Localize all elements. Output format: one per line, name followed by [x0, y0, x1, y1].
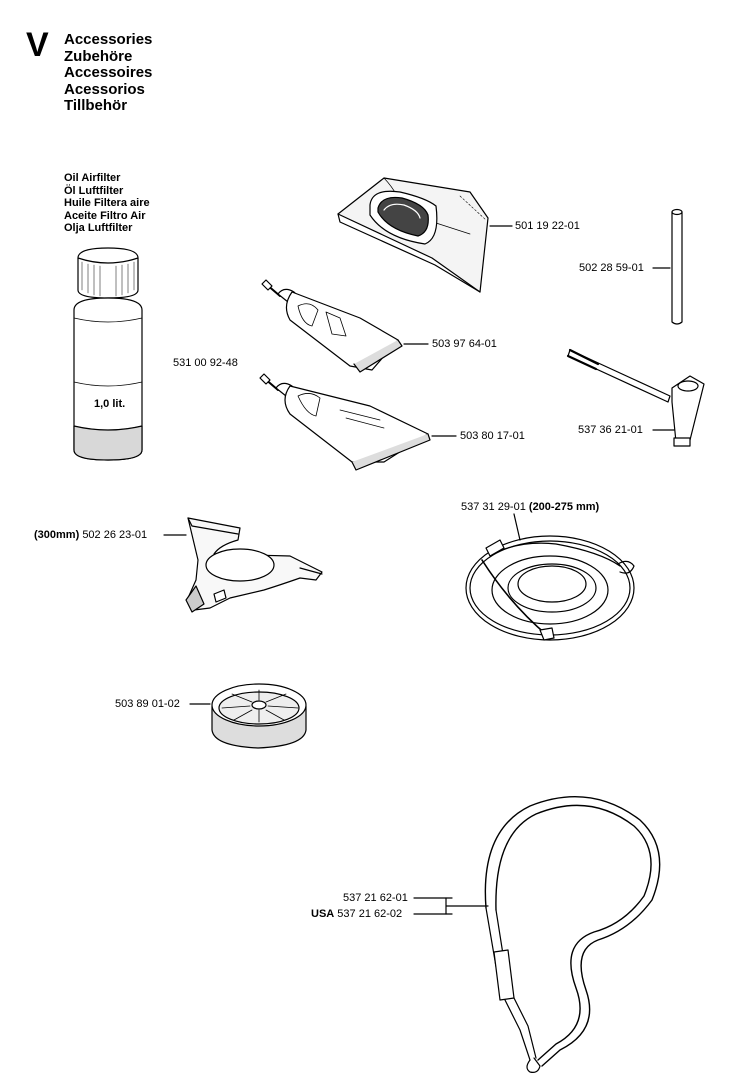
title-en: Accessories — [64, 31, 153, 48]
oil-title-en: Oil Airfilter — [64, 172, 121, 184]
harness-guard-part-number-text: 537 31 29-01 — [461, 501, 526, 513]
guard-part-number-text: 502 26 23-01 — [82, 529, 148, 541]
oil-bottle-drawing — [73, 247, 143, 461]
title-sv: Tillbehör — [64, 97, 128, 114]
section-title: Accessories Zubehöre Accessoires Acessor… — [64, 31, 153, 115]
tube-1-part-number: 503 97 64-01 — [432, 338, 497, 350]
oil-title: Oil Airfilter Öl Luftfilter Huile Filter… — [64, 172, 150, 235]
oil-title-fr: Huile Filtera aire — [64, 197, 150, 209]
grease-tube-2-drawing — [259, 373, 457, 471]
title-fr: Accessoires — [64, 64, 153, 81]
oil-title-es: Aceite Filtro Air — [64, 209, 146, 222]
spark-wrench-drawing — [566, 348, 705, 447]
shoulder-strap-drawing — [413, 796, 661, 1073]
filter-bag-drawing — [337, 177, 513, 293]
title-de: Zubehöre — [64, 47, 133, 65]
oil-part-number: 531 00 92-48 — [173, 357, 238, 369]
bottle-volume-label: 1,0 lit. — [94, 398, 126, 410]
harness-guard-part-number: 537 31 29-01 (200-275 mm) — [461, 501, 599, 513]
strap-usa-part-number: USA 537 21 62-02 — [311, 908, 402, 920]
harness-guard-drawing — [465, 513, 635, 641]
guard-size-label: (300mm) — [34, 529, 80, 541]
oil-title-sv: Olja Luftfilter — [64, 222, 133, 234]
rod-drawing — [652, 208, 683, 325]
strap-usa-part-number-text: 537 21 62-02 — [337, 908, 403, 920]
spool-cap-drawing — [189, 683, 307, 749]
section-letter: V — [26, 26, 49, 64]
rod-part-number: 502 28 59-01 — [579, 262, 644, 274]
grease-tube-1-drawing — [261, 279, 429, 373]
spool-cap-part-number: 503 89 01-02 — [115, 698, 180, 710]
tube-2-part-number: 503 80 17-01 — [460, 430, 525, 442]
strap-usa-label: USA — [311, 908, 335, 920]
title-es: Acessorios — [64, 80, 145, 98]
strap-part-number: 537 21 62-01 — [343, 892, 408, 904]
oil-title-de: Öl Luftfilter — [64, 184, 124, 197]
harness-guard-size-label: (200-275 mm) — [528, 501, 600, 513]
blade-guard-drawing — [163, 517, 323, 613]
filter-bag-part-number: 501 19 22-01 — [515, 220, 580, 232]
guard-part-number: (300mm) 502 26 23-01 — [34, 529, 147, 541]
wrench-part-number: 537 36 21-01 — [578, 424, 643, 436]
